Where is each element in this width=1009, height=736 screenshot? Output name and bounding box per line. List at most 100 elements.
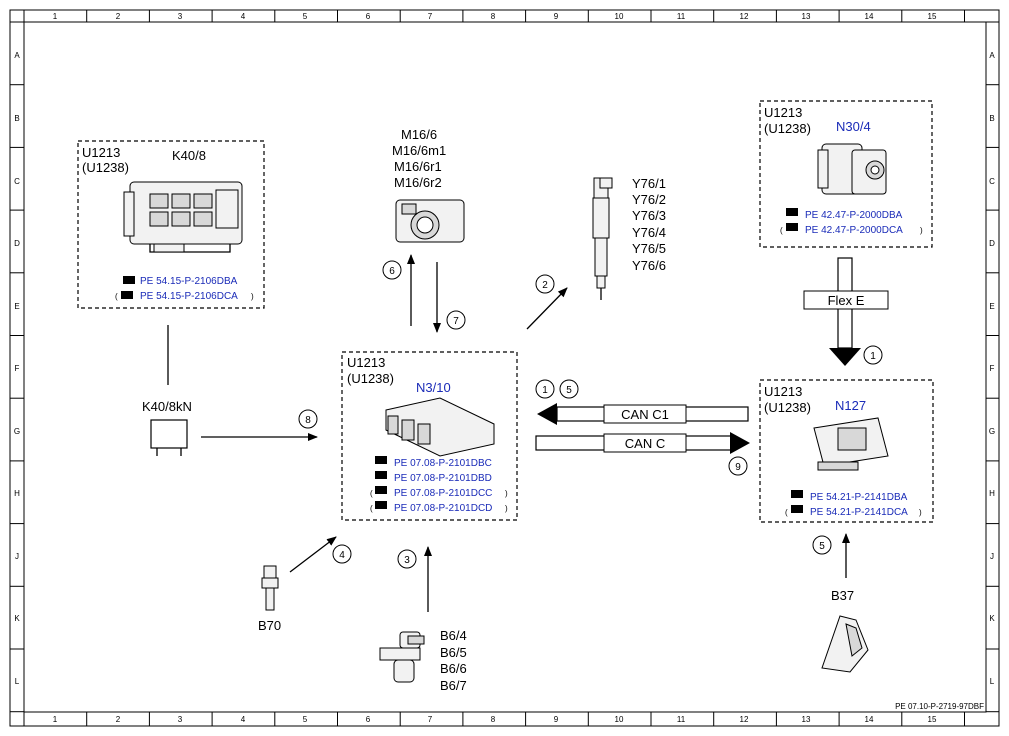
component-code: M16/6 (401, 127, 437, 142)
svg-text:): ) (505, 489, 508, 498)
marker-7 (446, 310, 466, 330)
n127-powertrain-control-unit: U1213 (U1238) N127 PE 54.21-P-2141DBA ( … (759, 379, 934, 523)
ref-link[interactable]: PE 07.08-P-2101DBD (394, 473, 492, 484)
ref-link[interactable]: PE 54.21-P-2141DBA (810, 492, 908, 503)
ref-link[interactable]: PE 07.08-P-2101DCC (394, 488, 492, 499)
col-label: 4 (241, 12, 246, 21)
column-labels-bottom: 1 2 3 4 5 6 7 8 9 10 11 12 13 14 15 (53, 715, 937, 724)
component-code: B70 (258, 618, 281, 633)
marker-8 (298, 409, 318, 429)
col-label: 4 (241, 715, 246, 724)
ref-doc-icon (123, 276, 135, 284)
row-label: A (989, 51, 995, 60)
ref-doc-icon (375, 486, 387, 494)
svg-text:9: 9 (735, 462, 741, 473)
row-label: L (15, 677, 20, 686)
row-label: A (14, 51, 20, 60)
svg-text:8: 8 (305, 415, 311, 426)
col-label: 7 (428, 12, 433, 21)
col-label: 8 (491, 12, 496, 21)
col-label: 7 (428, 715, 433, 724)
row-label: E (989, 302, 994, 311)
col-label: 3 (178, 715, 183, 724)
bus-label: CAN C1 (621, 407, 669, 422)
svg-text:(: ( (115, 292, 118, 301)
component-code: M16/6r1 (394, 159, 442, 174)
col-label: 6 (366, 12, 371, 21)
can-c1-bus: CAN C1 (537, 403, 749, 425)
relay-label: K40/8kN (142, 399, 192, 414)
ref-link[interactable]: PE 54.21-P-2141DCA (810, 507, 908, 518)
marker-9 (728, 456, 748, 476)
b6-camshaft-sensor-image (379, 631, 425, 683)
model-alt-label: (U1238) (764, 400, 811, 415)
component-code: B6/4 (440, 628, 467, 643)
bus-label: Flex E (828, 293, 865, 308)
col-label: 3 (178, 12, 183, 21)
component-code: N127 (835, 398, 866, 413)
col-label: 12 (740, 715, 749, 724)
svg-text:): ) (920, 226, 923, 235)
ref-link[interactable]: PE 07.08-P-2101DBC (394, 458, 492, 469)
svg-text:5: 5 (566, 385, 572, 396)
ecu-image (385, 397, 495, 457)
col-label: 13 (802, 12, 811, 21)
column-labels-top: 1 2 3 4 5 6 7 8 9 10 11 12 13 14 15 (53, 12, 937, 21)
ref-link[interactable]: PE 07.08-P-2101DCD (394, 503, 492, 514)
marker-5b (559, 379, 579, 399)
marker-2 (535, 274, 555, 294)
k40-8-fuse-relay-module: U1213 (U1238) K40/8 PE 54.15-P-2106DBA (… (77, 140, 265, 309)
col-label: 2 (116, 715, 121, 724)
svg-text:3: 3 (404, 555, 410, 566)
component-code: M16/6r2 (394, 175, 442, 190)
col-label: 15 (928, 715, 937, 724)
bus-label: CAN C (625, 436, 665, 451)
component-code: B37 (831, 588, 854, 603)
row-label: J (990, 552, 994, 561)
row-label: D (14, 239, 20, 248)
marker-1b (535, 379, 555, 399)
component-code: Y76/2 (632, 192, 666, 207)
row-label: C (14, 177, 20, 186)
row-label: K (14, 614, 20, 623)
b37-pedal-sensor-image (821, 615, 869, 673)
marker-6 (382, 260, 402, 280)
component-code: Y76/5 (632, 241, 666, 256)
ref-link[interactable]: PE 54.15-P-2106DBA (140, 276, 238, 287)
col-label: 12 (740, 12, 749, 21)
m16-throttle-labels: M16/6 M16/6m1 M16/6r1 M16/6r2 (392, 127, 446, 190)
model-label: U1213 (764, 384, 802, 399)
col-label: 14 (865, 715, 874, 724)
component-code: B6/7 (440, 678, 467, 693)
col-label: 13 (802, 715, 811, 724)
row-label: C (989, 177, 995, 186)
model-label: U1213 (347, 355, 385, 370)
ref-link[interactable]: PE 42.47-P-2000DCA (805, 225, 903, 236)
col-label: 1 (53, 715, 58, 724)
col-label: 10 (615, 715, 624, 724)
svg-text:1: 1 (870, 351, 876, 362)
col-label: 9 (554, 715, 559, 724)
b70-crankshaft-sensor-image (261, 565, 279, 611)
row-label: K (989, 614, 995, 623)
svg-text:(: ( (370, 504, 373, 513)
drawing-frame (9, 9, 1000, 727)
relay-icon (150, 419, 188, 456)
col-label: 11 (677, 715, 686, 724)
component-code: Y76/6 (632, 258, 666, 273)
component-code: M16/6m1 (392, 143, 446, 158)
model-alt-label: (U1238) (82, 160, 129, 175)
component-code: B6/6 (440, 661, 467, 676)
ref-link[interactable]: PE 42.47-P-2000DBA (805, 210, 903, 221)
component-code: N3/10 (416, 380, 451, 395)
row-label: L (990, 677, 995, 686)
marker-3 (397, 549, 417, 569)
row-label: F (15, 364, 20, 373)
col-label: 14 (865, 12, 874, 21)
ref-link[interactable]: PE 54.15-P-2106DCA (140, 291, 238, 302)
col-label: 8 (491, 715, 496, 724)
row-label: H (14, 489, 20, 498)
col-label: 10 (615, 12, 624, 21)
svg-text:(: ( (785, 508, 788, 517)
arrow-4 (289, 536, 337, 573)
